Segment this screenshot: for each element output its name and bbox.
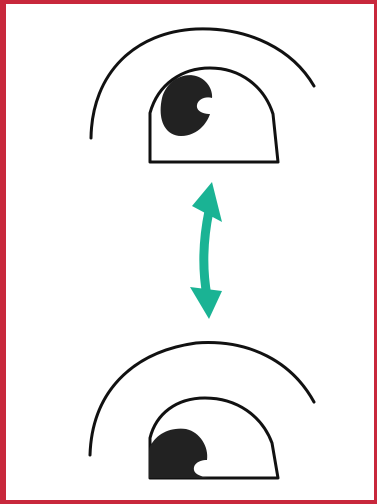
bottom-pupil [149, 429, 211, 478]
arrow-head-down [190, 287, 222, 319]
eye-looking-down-icon [90, 343, 314, 478]
arrow-shaft [204, 211, 209, 296]
double-headed-vertical-arrow-icon [190, 182, 222, 319]
eye-looking-up-icon [91, 29, 314, 162]
